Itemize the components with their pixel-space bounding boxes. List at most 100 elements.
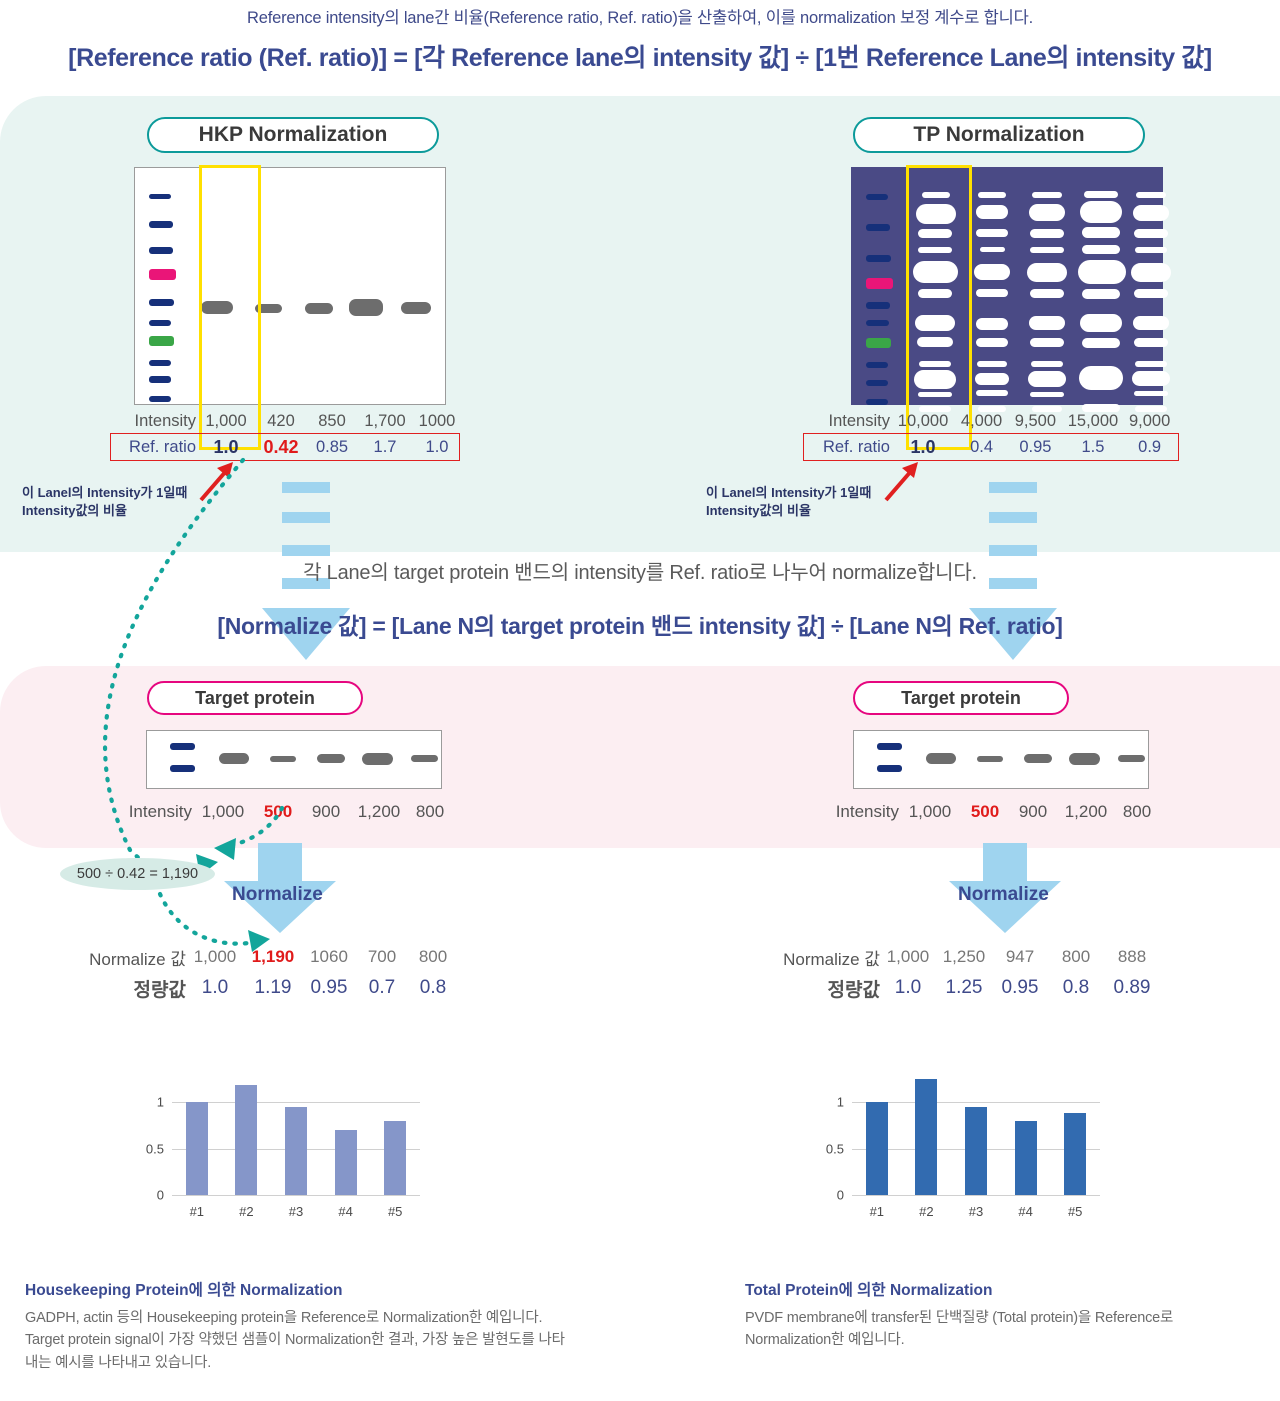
normalize-formula: [Normalize 값] = [Lane N의 target protein … (217, 613, 1063, 639)
down-arrow-dash (282, 578, 330, 589)
normalize-row-left: Normalize 값 1,000 1,190 1060 700 800 (64, 945, 464, 969)
marker-band (149, 360, 171, 366)
tp-band (1030, 247, 1064, 253)
down-arrow-dash (282, 512, 330, 523)
chart-x-tick-label: #3 (968, 1204, 984, 1219)
tp-band (1135, 247, 1167, 253)
quant-value: 0.8 (419, 977, 447, 998)
hkp-lane-note: 이 Lanel의 Intensity가 1일때 Intensity값의 비율 (22, 484, 212, 519)
chart-bar (185, 1102, 208, 1195)
normalize-value: 800 (1061, 947, 1091, 966)
normalize-label-right: Normalize (958, 884, 1049, 905)
tp-band (1134, 338, 1168, 347)
chart-x-tick-label: #1 (189, 1204, 205, 1219)
marker-band (866, 320, 889, 326)
down-arrow-dash (989, 545, 1037, 556)
chart-y-tick-label: 0.5 (825, 1141, 844, 1157)
marker-band (149, 247, 173, 254)
marker-band (149, 299, 174, 306)
sample-band-lane5 (401, 302, 431, 314)
tp-band (1080, 201, 1122, 223)
normalize-value: 888 (1117, 947, 1147, 966)
tp-band (1079, 366, 1123, 390)
quant-row-left: 정량값 1.0 1.19 0.95 0.7 0.8 (64, 975, 464, 1001)
marker-band (866, 380, 888, 386)
target-intensity-row-right: Intensity 1,000 500 900 1,200 800 (803, 800, 1163, 824)
chart-bar (1064, 1112, 1087, 1195)
tp-ref-ratio-value: 0.95 (1019, 437, 1052, 456)
chart-y-tick-label: 0 (836, 1187, 844, 1203)
target-intensity-value: 800 (415, 802, 445, 821)
normalize-row-label-right: Normalize 값 (783, 949, 880, 969)
target-intensity-value: 500 (263, 802, 293, 821)
target-intensity-value: 800 (1122, 802, 1152, 821)
target-protein-gel-right (853, 730, 1149, 789)
chart-bar (384, 1120, 407, 1195)
quant-value: 0.95 (1001, 977, 1039, 998)
tp-ref-ratio-value: 0.4 (970, 437, 994, 456)
chart-x-tick-label: #4 (338, 1204, 353, 1219)
target-intensity-value: 1,200 (357, 802, 401, 821)
tp-band (975, 373, 1009, 385)
chart-gridline (852, 1102, 1100, 1104)
target-band-lane1 (219, 753, 249, 764)
tp-band (976, 338, 1008, 347)
target-band-lane3 (317, 754, 345, 763)
tp-band (1030, 289, 1064, 298)
quant-value: 0.8 (1062, 977, 1090, 998)
tp-intensity-value: 15,000 (1067, 411, 1119, 430)
normalize-arrow-left (224, 843, 336, 933)
tp-band (1030, 229, 1064, 238)
sample-band-lane1 (201, 301, 233, 314)
quant-value: 1.25 (945, 977, 983, 998)
chart-bar (865, 1102, 888, 1195)
tp-gel-image (851, 167, 1171, 412)
hkp-intensity-row: Intensity 1,000 420 850 1,700 1000 (112, 409, 462, 433)
right-caption-title: Total Protein에 의한 Normalization (745, 1282, 993, 1299)
marker-band (877, 765, 902, 772)
target-intensity-value: 1,200 (1064, 802, 1108, 821)
quant-value: 1.0 (201, 977, 229, 998)
normalize-value: 800 (418, 947, 448, 966)
tp-band (976, 390, 1008, 396)
target-intensity-value: 900 (311, 802, 341, 821)
quant-value: 1.19 (254, 977, 292, 998)
sample-band-lane3 (305, 303, 333, 314)
normalize-value: 1,000 (193, 947, 237, 966)
chart-x-tick-label: #2 (919, 1204, 934, 1219)
hkp-note-red-arrow (199, 462, 233, 502)
tp-band (1031, 361, 1063, 367)
hkp-intensity-label: Intensity (134, 411, 196, 430)
down-arrow-dash (989, 512, 1037, 523)
left-caption-body: GADPH, actin 등의 Housekeeping protein을 Re… (25, 1310, 565, 1371)
target-protein-title-left: Target protein (147, 681, 363, 715)
hkp-ref-ratio-value: 1.0 (213, 436, 239, 457)
quant-value: 0.89 (1113, 977, 1151, 998)
chart-plot-area (172, 1070, 420, 1196)
normalize-row-right: Normalize 값 1,000 1,250 947 800 888 (750, 945, 1160, 969)
chart-bar (235, 1084, 258, 1195)
target-intensity-row-left: Intensity 1,000 500 900 1,200 800 (96, 800, 456, 824)
quant-value: 0.7 (368, 977, 396, 998)
tp-band (1132, 371, 1170, 386)
marker-band (866, 302, 890, 309)
target-intensity-value: 1,000 (908, 802, 952, 821)
chart-x-tick-label: #2 (239, 1204, 254, 1219)
target-band-lane3 (1024, 754, 1052, 763)
tp-band (916, 204, 956, 224)
target-band-lane2 (977, 756, 1003, 762)
right-caption-body: PVDF membrane에 transfer된 단백질량 (Total pro… (745, 1310, 1174, 1349)
tp-ref-ratio-row: Ref. ratio 1.0 0.4 0.95 1.5 0.9 (805, 435, 1177, 459)
tp-ref-ratio-box (803, 433, 1179, 461)
target-protein-gel-left (146, 730, 442, 789)
target-band-lane4 (1069, 753, 1100, 765)
marker-band (149, 396, 171, 402)
left-caption-title: Housekeeping Protein에 의한 Normalization (25, 1282, 343, 1299)
tp-band (976, 289, 1008, 297)
normalize-value: 1060 (310, 947, 348, 966)
tp-band (1133, 316, 1169, 330)
down-arrow-dash (282, 545, 330, 556)
tp-band (1136, 192, 1166, 198)
target-intensity-value: 900 (1018, 802, 1048, 821)
tp-band (1029, 204, 1065, 221)
